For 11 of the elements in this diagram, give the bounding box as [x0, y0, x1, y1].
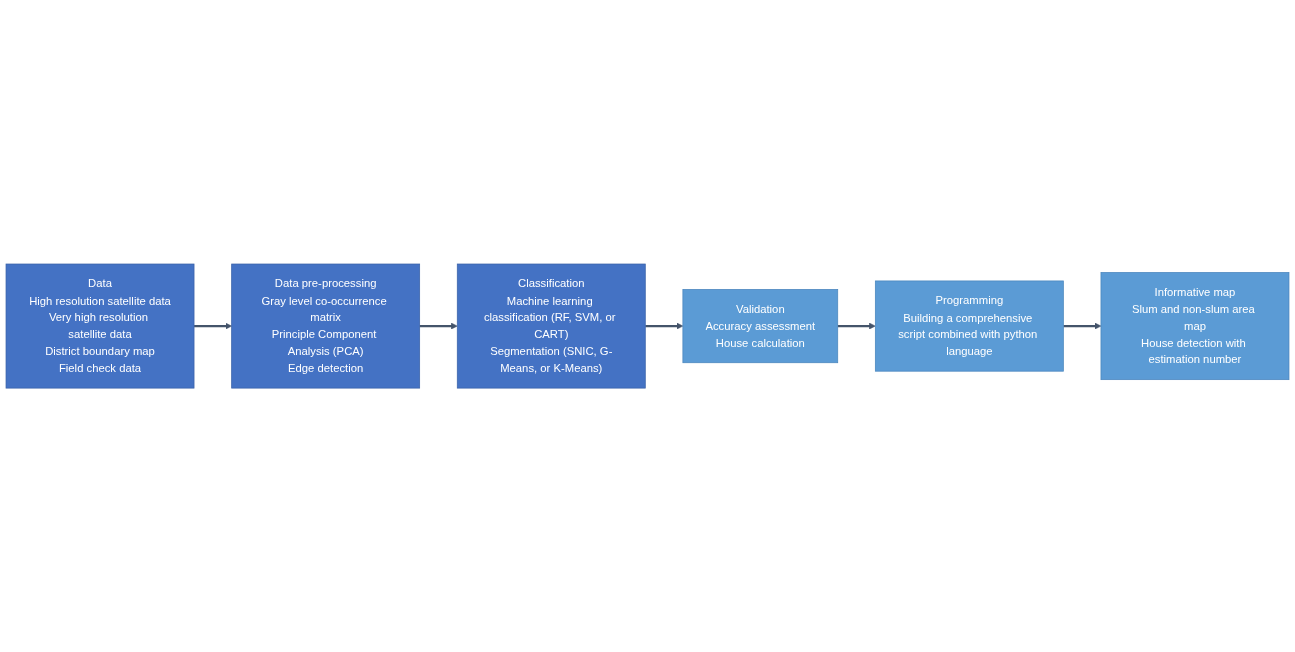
node-box: Informative map Slum and non-slum area map House detection with estimation number [1100, 272, 1290, 380]
arrow [645, 322, 684, 330]
arrow [1063, 322, 1102, 330]
arrow [419, 322, 458, 330]
node-box: Data pre-processing Gray level co-occurrence matrix Principle Component Analysis (PCA) Edge detection [231, 263, 421, 389]
node-box: Validation Accuracy assessment House calculation [682, 288, 839, 364]
node-box: Data High resolution satellite data Very high resolution satellite data District boundary map Field check data [5, 263, 195, 389]
node-box: Classification Machine learning classification (RF, SVM, or CART) Segmentation (SNIC, G-Means, or K-Means) [456, 263, 646, 389]
arrow [194, 322, 232, 330]
arrow [837, 322, 876, 330]
node-box: Programming Building a comprehensive script combined with python language [874, 280, 1064, 372]
